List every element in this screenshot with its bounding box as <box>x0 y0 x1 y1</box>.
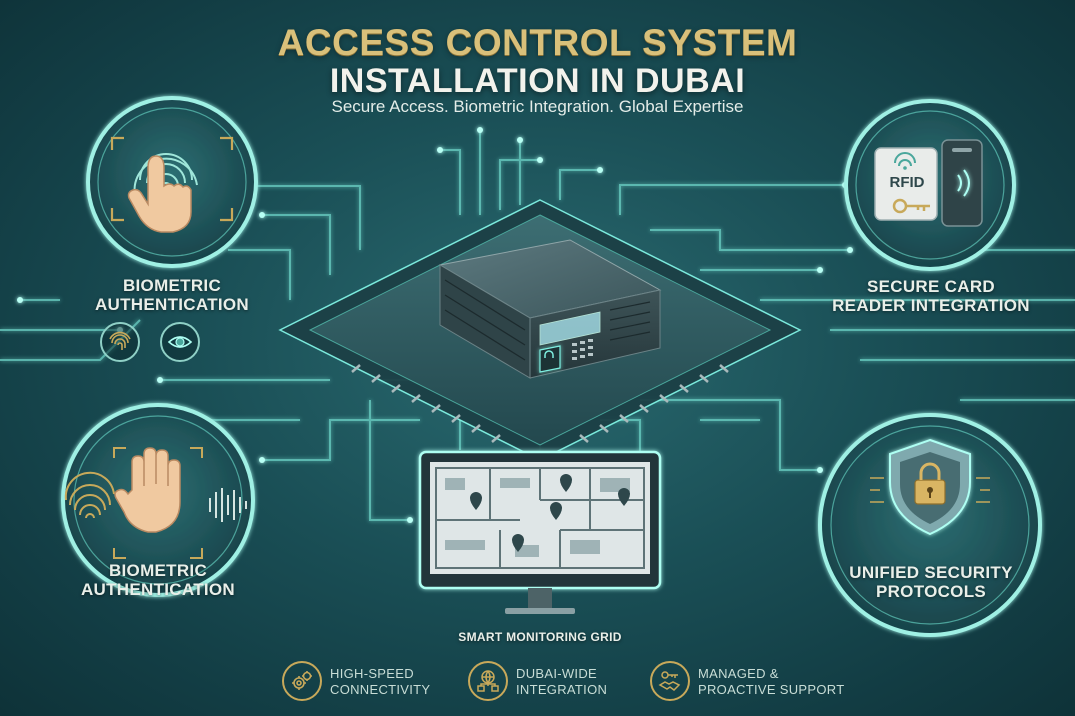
globe-network-icon <box>468 661 508 701</box>
footer-text-line: PROACTIVE SUPPORT <box>698 682 845 697</box>
page-subtitle: Secure Access. Biometric Integration. Gl… <box>331 97 744 116</box>
footer-item-connectivity: HIGH-SPEED CONNECTIVITY <box>330 666 430 698</box>
feature-label-line: BIOMETRIC <box>108 561 208 580</box>
feature-label-line: BIOMETRIC <box>122 276 222 295</box>
server-rack-icon <box>438 239 662 379</box>
feature-label-line: READER INTEGRATION <box>832 296 1030 315</box>
monitor-label: SMART MONITORING GRID <box>458 630 622 644</box>
page-title-line-2: INSTALLATION IN DUBAI <box>329 62 746 100</box>
feature-label-bottom-right: UNIFIED SECURITY PROTOCOLS <box>826 563 1036 601</box>
handshake-key-icon <box>650 661 690 701</box>
feature-label-line: PROTOCOLS <box>875 582 987 601</box>
footer-item-support: MANAGED & PROACTIVE SUPPORT <box>698 666 844 698</box>
footer-text-line: MANAGED & <box>698 666 779 681</box>
rfid-card-reader-icon <box>874 139 983 227</box>
monitor-floor-plan <box>418 450 662 614</box>
fingerprint-icon <box>100 322 140 362</box>
gears-icon <box>282 661 322 701</box>
shield-lock-icon <box>870 438 990 536</box>
footer-text-line: HIGH-SPEED <box>330 666 414 681</box>
feature-label-line: AUTHENTICATION <box>80 580 236 599</box>
footer-text-line: INTEGRATION <box>516 682 608 697</box>
footer-text-line: CONNECTIVITY <box>330 682 431 697</box>
footer-text-line: DUBAI-WIDE <box>516 666 597 681</box>
feature-label-bottom-left: BIOMETRIC AUTHENTICATION <box>48 561 268 599</box>
page-title: ACCESS CONTROL SYSTEM <box>277 22 798 63</box>
feature-label-top-right: SECURE CARD READER INTEGRATION <box>826 277 1036 315</box>
feature-label-line: SECURE CARD <box>867 277 995 296</box>
key-icon <box>892 198 930 214</box>
palm-scan-icon <box>64 447 247 559</box>
feature-label-line: AUTHENTICATION <box>94 295 250 314</box>
feature-label-top-left: BIOMETRIC AUTHENTICATION <box>62 276 282 314</box>
eye-scan-icon <box>160 322 200 362</box>
feature-label-line: UNIFIED SECURITY <box>849 563 1013 582</box>
footer-item-integration: DUBAI-WIDE INTEGRATION <box>516 666 607 698</box>
fingerprint-touch-icon <box>110 136 234 233</box>
rfid-card-text: RFID <box>889 174 925 191</box>
